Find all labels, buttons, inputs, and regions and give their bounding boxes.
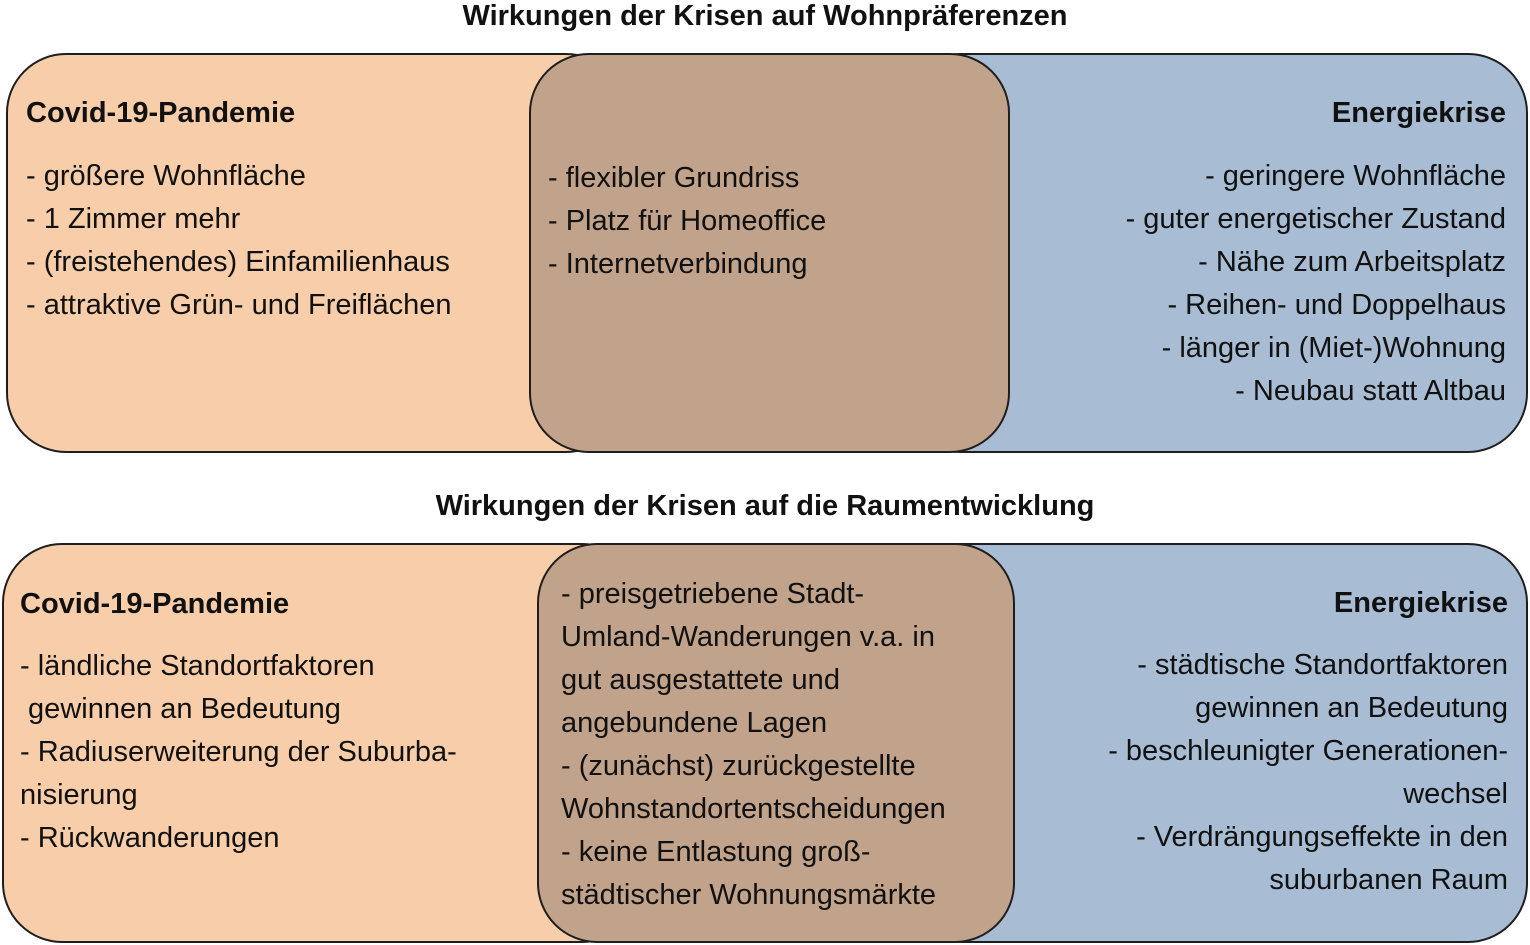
- list-item: - flexibler Grundriss: [548, 162, 800, 194]
- energy-effects-list: - städtische Standortfaktoren gewinnen a…: [1108, 644, 1508, 902]
- covid-heading: Covid-19-Pandemie: [20, 588, 290, 620]
- covid-box: [2, 543, 642, 943]
- list-item: - größere Wohnfläche: [26, 160, 306, 192]
- bottom-section-title: Wirkungen der Krisen auf die Raumentwick…: [435, 490, 1095, 522]
- list-item: - länger in (Miet-)Wohnung: [1161, 332, 1506, 364]
- list-item: - Rückwanderungen: [20, 822, 280, 854]
- list-item: wechsel: [1403, 778, 1508, 810]
- list-item: Wohnstandortentscheidungen: [561, 793, 946, 825]
- shared-effects-list: - preisgetriebene Stadt- Umland-Wanderun…: [561, 573, 946, 917]
- list-item: - (zunächst) zurückgestellte: [561, 750, 916, 782]
- list-item: gut ausgestattete und: [561, 664, 840, 696]
- list-item: gewinnen an Bedeutung: [1195, 692, 1508, 724]
- covid-box: [6, 53, 626, 453]
- top-section-title: Wirkungen der Krisen auf Wohnpräferenzen: [462, 0, 1068, 32]
- list-item: - Radiuserweiterung der Suburba-: [20, 736, 457, 768]
- list-item: - Platz für Homeoffice: [548, 205, 827, 237]
- list-item: - (freistehendes) Einfamilienhaus: [26, 246, 450, 278]
- spatial-development-diagram: Covid-19-Pandemie - ländliche Standortfa…: [0, 543, 1530, 945]
- list-item: - ländliche Standortfaktoren: [20, 650, 375, 682]
- overlap-box: [537, 543, 1015, 943]
- list-item: - geringere Wohnfläche: [1205, 160, 1506, 192]
- housing-preferences-diagram: Covid-19-Pandemie - größere Wohnfläche -…: [0, 53, 1530, 453]
- overlap-box: [529, 53, 1010, 453]
- energy-effects-list: - geringere Wohnfläche - guter energetis…: [1126, 155, 1506, 413]
- list-item: - keine Entlastung groß-: [561, 836, 871, 868]
- list-item: angebundene Lagen: [561, 707, 828, 739]
- energy-heading: Energiekrise: [1333, 587, 1508, 619]
- list-item: - preisgetriebene Stadt-: [561, 578, 865, 610]
- list-item: - 1 Zimmer mehr: [26, 203, 241, 235]
- covid-effects-list: - ländliche Standortfaktoren gewinnen an…: [20, 645, 457, 860]
- list-item: städtischer Wohnungsmärkte: [561, 879, 937, 911]
- list-item: - Nähe zum Arbeitsplatz: [1198, 246, 1506, 278]
- shared-effects-list: - flexibler Grundriss - Platz für Homeof…: [548, 157, 826, 286]
- list-item: - attraktive Grün- und Freiflächen: [26, 289, 452, 321]
- list-item: nisierung: [20, 779, 138, 811]
- list-item: - beschleunigter Generationen-: [1108, 735, 1508, 767]
- covid-heading: Covid-19-Pandemie: [26, 97, 296, 129]
- list-item: gewinnen an Bedeutung: [20, 693, 341, 725]
- list-item: - Verdrängungseffekte in den: [1136, 821, 1508, 853]
- list-item: - Neubau statt Altbau: [1235, 375, 1506, 407]
- list-item: suburbanen Raum: [1269, 864, 1508, 896]
- energy-heading: Energiekrise: [1331, 97, 1506, 129]
- list-item: Umland-Wanderungen v.a. in: [561, 621, 935, 653]
- covid-effects-list: - größere Wohnfläche - 1 Zimmer mehr - (…: [26, 155, 452, 327]
- list-item: - guter energetischer Zustand: [1125, 203, 1506, 235]
- list-item: - Internetverbindung: [548, 248, 808, 280]
- list-item: - städtische Standortfaktoren: [1137, 649, 1508, 681]
- list-item: - Reihen- und Doppelhaus: [1167, 289, 1506, 321]
